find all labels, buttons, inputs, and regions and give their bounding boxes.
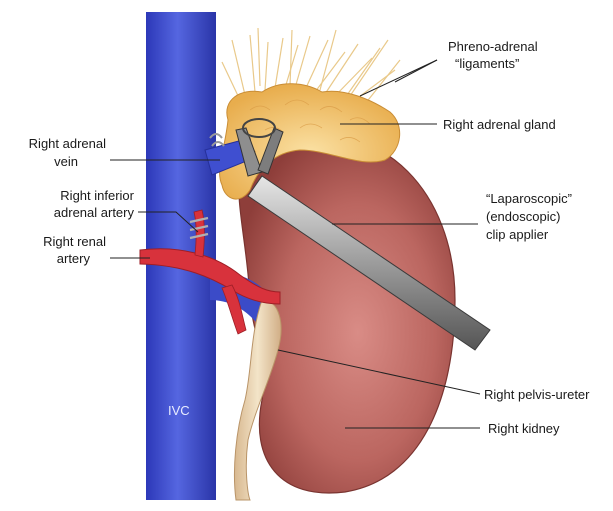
label-right-renal-artery: Right renal bbox=[43, 234, 106, 249]
label-phreno-adrenal: Phreno-adrenal bbox=[448, 39, 538, 54]
label-right-inferior-adrenal-artery-2: adrenal artery bbox=[54, 205, 135, 220]
label-right-adrenal-vein-2: vein bbox=[54, 154, 78, 169]
label-right-adrenal-vein: Right adrenal bbox=[29, 136, 106, 151]
label-clip-applier-3: clip applier bbox=[486, 227, 549, 242]
label-right-inferior-adrenal-artery: Right inferior bbox=[60, 188, 134, 203]
label-clip-applier-2: (endoscopic) bbox=[486, 209, 560, 224]
label-ligaments: “ligaments” bbox=[455, 56, 519, 71]
label-right-pelvis-ureter: Right pelvis-ureter bbox=[484, 387, 590, 402]
label-clip-applier-1: “Laparoscopic” bbox=[486, 191, 572, 206]
label-right-renal-artery-2: artery bbox=[57, 251, 91, 266]
label-right-adrenal-gland: Right adrenal gland bbox=[443, 117, 556, 132]
label-right-kidney: Right kidney bbox=[488, 421, 560, 436]
label-ivc: IVC bbox=[168, 403, 190, 418]
